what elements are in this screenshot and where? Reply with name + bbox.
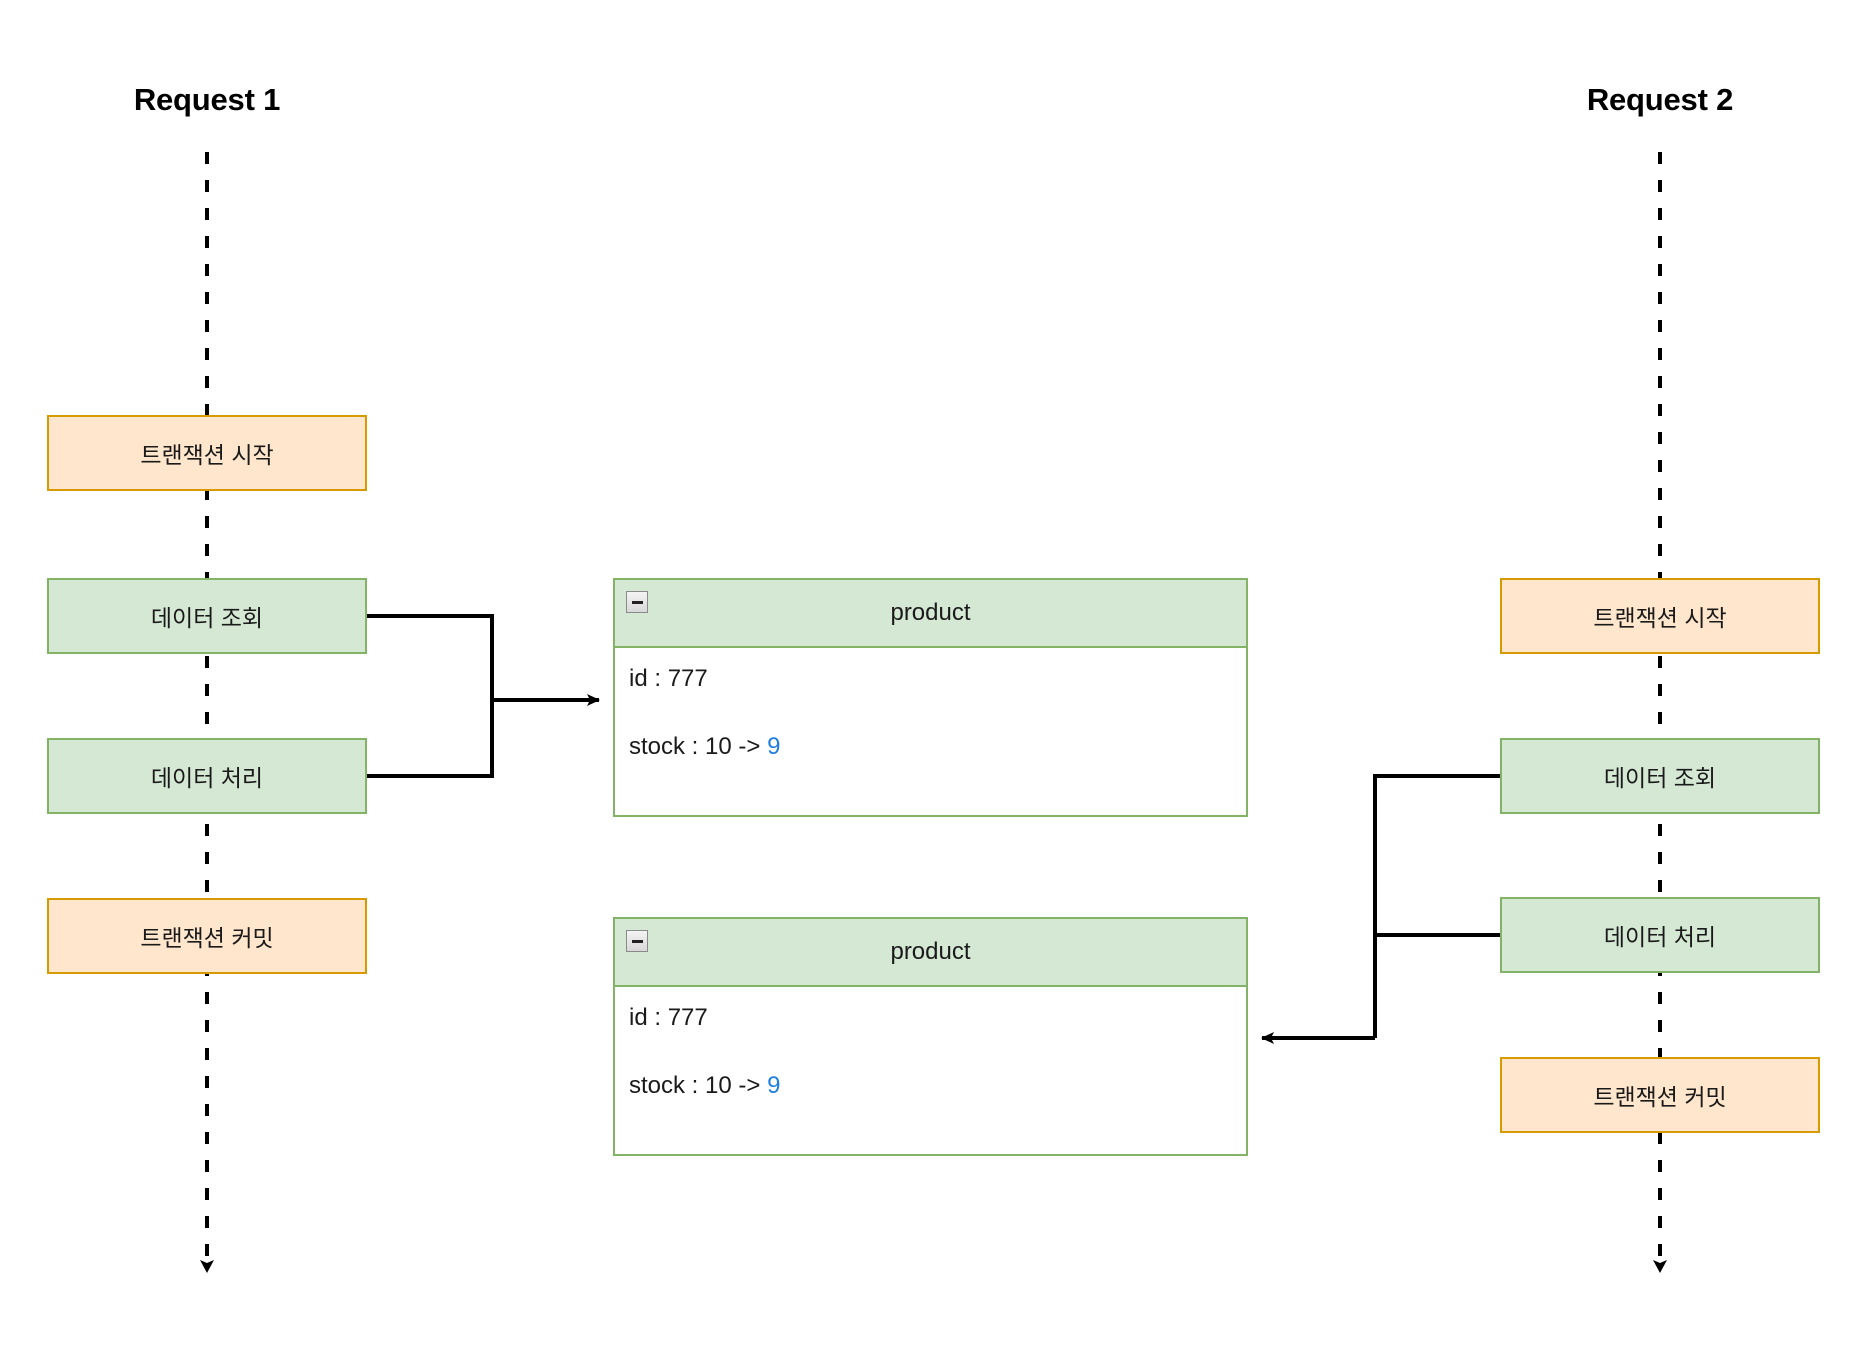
product-entity-2-id-label: id :	[629, 1004, 668, 1031]
product-entity-2-stock-label: stock :	[629, 1072, 706, 1099]
connector-right-read	[1373, 774, 1500, 1038]
product-entity-2-header: product	[615, 919, 1246, 987]
right-step-tx-commit-label: 트랜잭션 커밋	[1593, 1084, 1727, 1110]
product-entity-1-title: product	[890, 599, 971, 626]
product-entity-1-stock-value: 10 ->	[705, 733, 768, 760]
lifeline-title-request-2: Request 2	[1586, 82, 1734, 117]
left-step-data-write[interactable]: 데이터 처리	[47, 738, 367, 814]
minus-icon[interactable]	[626, 591, 648, 613]
right-step-data-write-label: 데이터 처리	[1603, 924, 1717, 950]
product-entity-1-stock-field: stock : 10 -> 9	[629, 732, 1246, 762]
minus-icon[interactable]	[626, 930, 648, 952]
product-entity-2-stock-new-value: 9	[767, 1072, 781, 1099]
left-step-data-write-label: 데이터 처리	[150, 765, 264, 791]
product-entity-2-title: product	[890, 938, 971, 965]
product-entity-2-id-field: id : 777	[629, 1003, 1246, 1033]
product-entity-2-body: id : 777 stock : 10 -> 9	[615, 987, 1246, 1101]
left-step-tx-begin[interactable]: 트랜잭션 시작	[47, 415, 367, 491]
product-entity-1-stock-new-value: 9	[767, 733, 781, 760]
connector-left-read	[367, 614, 494, 700]
product-entity-1-id-label: id :	[629, 665, 668, 692]
left-step-tx-commit-label: 트랜잭션 커밋	[140, 925, 274, 951]
product-entity-1-id-field: id : 777	[629, 664, 1246, 694]
right-step-tx-begin-label: 트랜잭션 시작	[1593, 605, 1727, 631]
product-entity-2-id-value: 777	[667, 1004, 708, 1031]
left-step-tx-begin-label: 트랜잭션 시작	[140, 442, 274, 468]
left-step-data-read-label: 데이터 조회	[150, 605, 264, 631]
lifeline-title-request-1: Request 1	[133, 82, 281, 117]
left-step-tx-commit[interactable]: 트랜잭션 커밋	[47, 898, 367, 974]
connector-left-write	[367, 700, 494, 778]
product-entity-1[interactable]: product id : 777 stock : 10 -> 9	[613, 578, 1248, 817]
product-entity-1-stock-label: stock :	[629, 733, 706, 760]
right-step-tx-commit[interactable]: 트랜잭션 커밋	[1500, 1057, 1820, 1133]
product-entity-2-stock-value: 10 ->	[705, 1072, 768, 1099]
right-step-data-read-label: 데이터 조회	[1603, 765, 1717, 791]
right-step-data-read[interactable]: 데이터 조회	[1500, 738, 1820, 814]
product-entity-1-header: product	[615, 580, 1246, 648]
product-entity-2-stock-field: stock : 10 -> 9	[629, 1071, 1246, 1101]
left-step-data-read[interactable]: 데이터 조회	[47, 578, 367, 654]
product-entity-1-id-value: 777	[667, 665, 708, 692]
right-step-tx-begin[interactable]: 트랜잭션 시작	[1500, 578, 1820, 654]
product-entity-1-body: id : 777 stock : 10 -> 9	[615, 648, 1246, 762]
product-entity-2[interactable]: product id : 777 stock : 10 -> 9	[613, 917, 1248, 1156]
right-step-data-write[interactable]: 데이터 처리	[1500, 897, 1820, 973]
